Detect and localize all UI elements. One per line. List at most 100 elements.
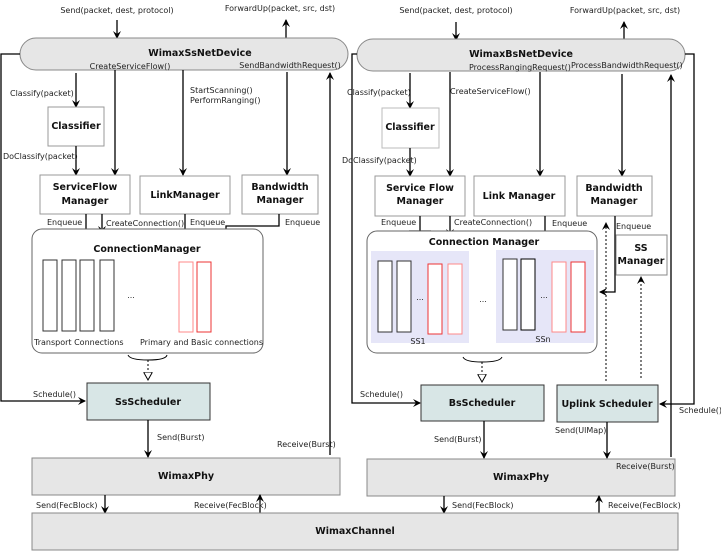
bs-send-ulmap-label: Send(UlMap)	[555, 426, 606, 435]
bs-enqueue-label-1: Enqueue	[381, 218, 416, 227]
ss-sf-manager-title-2: Manager	[62, 196, 109, 207]
ss-forwardup-label: ForwardUp(packet, src, dst)	[225, 4, 335, 13]
bs-link-manager-box	[473, 175, 566, 217]
ss-brace	[127, 354, 168, 361]
ss-primary-basic-label: Primary and Basic connections	[140, 338, 263, 347]
ss-ellipsis: ...	[127, 291, 135, 300]
ss-send-burst-label: Send(Burst)	[157, 433, 205, 442]
bs-phy-title: WimaxPhy	[493, 472, 550, 483]
bs-receive-fec-label: Receive(FecBlock)	[608, 501, 681, 510]
ss-transport-queue	[42, 259, 58, 332]
bs-bw-manager-title-2: Manager	[591, 196, 638, 207]
bs-send-burst-label: Send(Burst)	[434, 435, 482, 444]
bs-ss-manager-title-1: SS	[634, 243, 647, 254]
bs-ssn-primary-queue	[570, 261, 586, 333]
bs-classifier-box	[381, 107, 440, 149]
bs-net-device-title: WimaxBsNetDevice	[469, 49, 573, 60]
ss-primary-queue	[196, 261, 212, 333]
bs-ss1-ellipsis: ...	[416, 293, 424, 302]
bs-ss1-basic-queue	[427, 263, 443, 335]
bs-process-ranging-label: ProcessRangingRequest()	[469, 63, 571, 72]
bs-connection-manager-title: Connection Manager	[429, 237, 540, 248]
bs-ssn-transport-queue	[502, 258, 518, 331]
bs-enqueue-label-2: Enqueue	[552, 219, 587, 228]
bs-create-sf-label: CreateServiceFlow()	[450, 87, 531, 96]
ss-enqueue-label-1: Enqueue	[47, 218, 82, 227]
ss-send-label: Send(packet, dest, protocol)	[60, 6, 173, 15]
bs-ss-ellipsis: ...	[479, 295, 487, 304]
ss-net-device-title: WimaxSsNetDevice	[148, 48, 251, 59]
bs-brace	[462, 356, 503, 363]
bs-forwardup-label: ForwardUp(packet, src, dst)	[570, 6, 680, 15]
ss-connection-manager-title: ConnectionManager	[93, 244, 200, 255]
bs-create-connection-label: CreateConnection()	[454, 218, 532, 227]
bs-bw-manager-box	[576, 175, 653, 217]
bs-bw-enqueue-arrow	[599, 216, 616, 296]
ss-side: Send(packet, dest, protocol) ForwardUp(p…	[0, 4, 349, 514]
bs-schedule-label: Schedule()	[360, 390, 403, 399]
bs-ss1-transport-queue	[377, 260, 393, 333]
ss-link-manager-box	[139, 175, 231, 215]
ss-schedule-label: Schedule()	[33, 390, 76, 399]
ss-classify-label: Classify(packet)	[10, 89, 74, 98]
ss-classifier-title: Classifier	[51, 121, 101, 132]
bs-uplink-scheduler-title: Uplink Scheduler	[561, 399, 652, 410]
bs-bw-manager-title-1: Bandwidth	[585, 183, 643, 194]
wimax-channel-box	[31, 512, 679, 551]
ss-doclassify-label: DoClassify(packet)	[3, 152, 78, 161]
ss-scheduler-title: SsScheduler	[115, 397, 181, 408]
bs-enqueue-label-3: Enqueue	[616, 222, 651, 231]
ss-sf-manager-title-1: ServiceFlow	[53, 182, 118, 193]
bs-ss1-label: SS1	[410, 337, 425, 346]
bs-send-fec-label: Send(FecBlock)	[452, 501, 514, 510]
ss-bw-manager-box	[241, 174, 319, 215]
bs-receive-burst-label: Receive(Burst)	[616, 462, 675, 471]
ss-link-manager-title: LinkManager	[150, 190, 220, 201]
bs-ssn-basic-queue	[551, 261, 567, 333]
bs-uplink-schedule-arrow	[659, 53, 695, 408]
ss-create-sf-label: CreateServiceFlow()	[90, 62, 171, 71]
bs-ssn-ellipsis: ...	[540, 291, 548, 300]
ss-start-scanning-label: StartScanning()	[190, 86, 253, 95]
ss-enqueue-label-3: Enqueue	[285, 218, 320, 227]
bs-ss1-transport-queue	[396, 260, 412, 333]
ss-receive-fec-label: Receive(FecBlock)	[194, 501, 267, 510]
bs-sf-manager-title-2: Manager	[397, 196, 444, 207]
ss-bw-manager-title-1: Bandwidth	[251, 182, 309, 193]
bs-classifier-title: Classifier	[385, 122, 435, 133]
bs-uplink-schedule-label: Schedule()	[679, 406, 721, 415]
ss-bw-manager-title-2: Manager	[257, 195, 304, 206]
ss-schedule-arrow	[0, 53, 86, 405]
bs-sf-manager-title-1: Service Flow	[386, 183, 454, 194]
ss-send-bw-label: SendBandwidthRequest()	[239, 61, 340, 70]
bs-ss-manager-box	[615, 234, 668, 276]
ss-transport-queue	[61, 259, 77, 332]
bs-process-bw-label: ProcessBandwidthRequest()	[571, 61, 683, 70]
bs-ssn-transport-queue	[520, 258, 536, 331]
bs-phy-box	[366, 458, 676, 497]
ss-sf-manager-box	[39, 174, 131, 215]
bs-ss1-primary-queue	[447, 263, 463, 335]
ss-basic-queue	[178, 261, 194, 333]
wimax-channel-title: WimaxChannel	[315, 526, 395, 537]
ss-transport-queue	[99, 259, 115, 332]
ss-create-connection-label: CreateConnection()	[106, 219, 184, 228]
bs-ss-manager-title-2: Manager	[618, 256, 665, 267]
bs-scheduler-box	[420, 384, 545, 422]
ss-receive-burst-label: Receive(Burst)	[277, 440, 336, 449]
ss-send-fec-label: Send(FecBlock)	[36, 501, 98, 510]
bs-send-label: Send(packet, dest, protocol)	[399, 6, 512, 15]
ss-enqueue-label-2: Enqueue	[190, 218, 225, 227]
ss-transport-queue	[79, 259, 95, 332]
bs-link-manager-title: Link Manager	[483, 191, 556, 202]
ss-phy-title: WimaxPhy	[158, 471, 215, 482]
ss-perform-ranging-label: PerformRanging()	[190, 96, 260, 105]
bs-sf-manager-box	[374, 175, 466, 217]
bs-scheduler-title: BsScheduler	[449, 398, 516, 409]
ss-transport-label: Transport Connections	[33, 338, 124, 347]
bs-net-device	[356, 38, 686, 72]
bs-classify-label: Classify(packet)	[347, 88, 411, 97]
bs-ssn-label: SSn	[535, 335, 550, 344]
bs-side: Send(packet, dest, protocol) ForwardUp(p…	[342, 6, 721, 514]
